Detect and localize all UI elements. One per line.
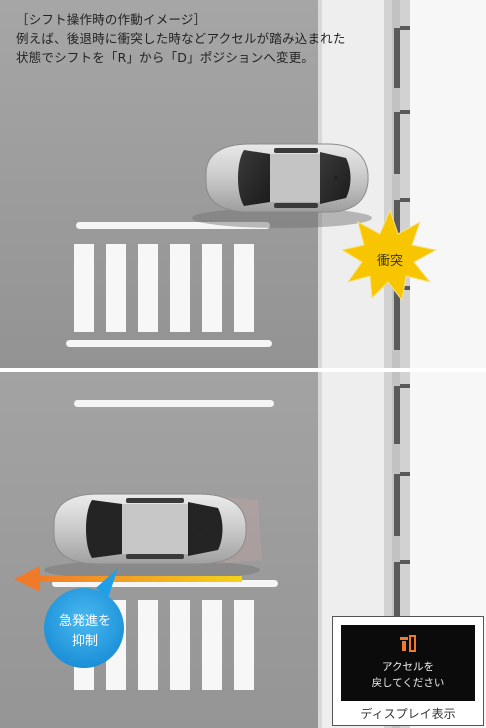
display-message-line-2: 戻してください bbox=[341, 675, 475, 691]
top-scene-panel: ［シフト操作時の作動イメージ］ 例えば、後退時に衝突した時などアクセルが踏み込ま… bbox=[0, 0, 486, 368]
suppress-label: 急発進を 抑制 bbox=[46, 612, 124, 652]
display-screen: アクセルを 戻してください bbox=[341, 625, 475, 701]
suppress-label-line-2: 抑制 bbox=[46, 632, 124, 652]
car-bottom bbox=[44, 494, 262, 580]
accelerator-pedal-warning-icon bbox=[399, 633, 417, 653]
display-message-line-1: アクセルを bbox=[341, 659, 475, 675]
display-message: アクセルを 戻してください bbox=[341, 659, 475, 691]
display-caption: ディスプレイ表示 bbox=[333, 705, 483, 722]
car-top bbox=[192, 144, 372, 228]
caption-line-3: 状態でシフトを「R」から「D」ポジションへ変更。 bbox=[16, 48, 346, 67]
caption-line-2: 例えば、後退時に衝突した時などアクセルが踏み込まれた bbox=[16, 29, 346, 48]
building-wall bbox=[410, 0, 486, 368]
suppress-label-line-1: 急発進を bbox=[46, 612, 124, 632]
display-inset: アクセルを 戻してください ディスプレイ表示 bbox=[332, 616, 484, 726]
stop-line-bottom bbox=[66, 340, 272, 347]
scenario-caption: ［シフト操作時の作動イメージ］ 例えば、後退時に衝突した時などアクセルが踏み込ま… bbox=[16, 10, 346, 67]
caption-line-1: ［シフト操作時の作動イメージ］ bbox=[16, 10, 346, 29]
collision-label: 衝突 bbox=[366, 250, 414, 269]
